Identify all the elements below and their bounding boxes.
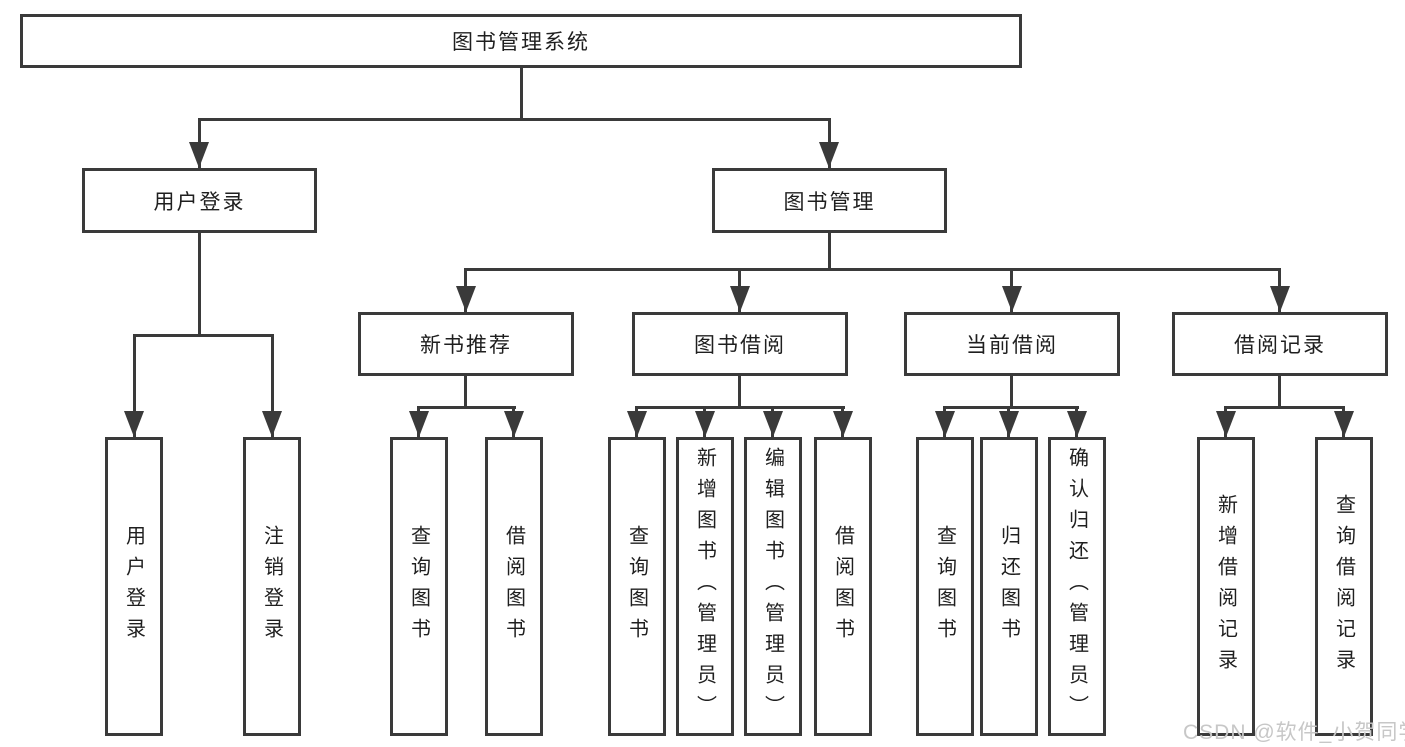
connector-borrow-stem xyxy=(738,376,741,407)
arrow-down-icon xyxy=(763,411,783,437)
node-new-book-recommend-label: 新书推荐 xyxy=(420,334,512,357)
connector-rec-stem xyxy=(464,376,467,407)
arrow-down-icon xyxy=(456,286,476,312)
arrow-down-icon xyxy=(730,286,750,312)
node-book-borrow-label: 图书借阅 xyxy=(694,334,786,357)
connector-borrow-bar xyxy=(637,406,845,409)
leaf-query-borrow-record: 查询借阅记录 xyxy=(1315,437,1373,736)
arrow-down-icon xyxy=(819,142,839,168)
leaf-user-login: 用户登录 xyxy=(105,437,163,736)
connector-login-stem xyxy=(198,233,201,336)
arrow-down-icon xyxy=(1067,411,1087,437)
connector-mgmt-stem xyxy=(828,233,831,270)
node-root-system: 图书管理系统 xyxy=(20,14,1022,68)
leaf-logout-label: 注销登录 xyxy=(260,524,283,649)
leaf-user-login-label: 用户登录 xyxy=(122,524,145,649)
node-new-book-recommend: 新书推荐 xyxy=(358,312,574,376)
leaf-query-borrow-record-label: 查询借阅记录 xyxy=(1332,493,1355,680)
node-book-borrow: 图书借阅 xyxy=(632,312,848,376)
node-user-login-label: 用户登录 xyxy=(153,190,246,214)
leaf-query-books-recommend-label: 查询图书 xyxy=(407,524,430,649)
arrow-down-icon xyxy=(504,411,524,437)
leaf-logout: 注销登录 xyxy=(243,437,301,736)
connector-login-bar xyxy=(133,334,274,337)
arrow-down-icon xyxy=(999,411,1019,437)
leaf-return-book-label: 归还图书 xyxy=(997,524,1020,649)
leaf-edit-book-admin-label: 编辑图书（管理员） xyxy=(761,447,784,726)
node-current-borrow: 当前借阅 xyxy=(904,312,1120,376)
leaf-edit-book-admin: 编辑图书（管理员） xyxy=(744,437,802,736)
arrow-down-icon xyxy=(1270,286,1290,312)
leaf-confirm-return-admin: 确认归还（管理员） xyxy=(1048,437,1106,736)
node-user-login: 用户登录 xyxy=(82,168,317,233)
leaf-add-book-admin: 新增图书（管理员） xyxy=(676,437,734,736)
connector-current-stem xyxy=(1010,376,1013,407)
leaf-add-borrow-record: 新增借阅记录 xyxy=(1197,437,1255,736)
leaf-query-books-current-label: 查询图书 xyxy=(933,524,956,649)
leaf-add-borrow-record-label: 新增借阅记录 xyxy=(1214,493,1237,680)
leaf-borrow-books: 借阅图书 xyxy=(814,437,872,736)
node-book-management: 图书管理 xyxy=(712,168,947,233)
arrow-down-icon xyxy=(833,411,853,437)
leaf-query-books-borrow-label: 查询图书 xyxy=(625,524,648,649)
leaf-return-book: 归还图书 xyxy=(980,437,1038,736)
node-root-label: 图书管理系统 xyxy=(452,31,590,54)
arrow-down-icon xyxy=(262,411,282,437)
leaf-confirm-return-admin-label: 确认归还（管理员） xyxy=(1065,447,1088,726)
connector-root-bar xyxy=(199,118,831,121)
arrow-down-icon xyxy=(124,411,144,437)
leaf-borrow-books-recommend: 借阅图书 xyxy=(485,437,543,736)
leaf-query-books-current: 查询图书 xyxy=(916,437,974,736)
connector-drop-leaf-logout xyxy=(271,334,274,437)
watermark: CSDN @软件_小贺同学 xyxy=(1183,721,1405,744)
leaf-query-books-borrow: 查询图书 xyxy=(608,437,666,736)
leaf-borrow-books-label: 借阅图书 xyxy=(831,524,854,649)
arrow-down-icon xyxy=(1216,411,1236,437)
node-borrow-records-label: 借阅记录 xyxy=(1234,334,1326,357)
node-book-management-label: 图书管理 xyxy=(783,190,876,214)
leaf-query-books-recommend: 查询图书 xyxy=(390,437,448,736)
node-current-borrow-label: 当前借阅 xyxy=(966,334,1058,357)
arrow-down-icon xyxy=(409,411,429,437)
arrow-down-icon xyxy=(695,411,715,437)
connector-root-stem xyxy=(520,68,523,119)
arrow-down-icon xyxy=(935,411,955,437)
connector-records-stem xyxy=(1278,376,1281,407)
leaf-add-book-admin-label: 新增图书（管理员） xyxy=(693,447,716,726)
connector-records-bar xyxy=(1226,406,1345,409)
connector-drop-leaf-user-login xyxy=(133,334,136,437)
arrow-down-icon xyxy=(189,142,209,168)
node-borrow-records: 借阅记录 xyxy=(1172,312,1388,376)
arrow-down-icon xyxy=(627,411,647,437)
connector-current-bar xyxy=(945,406,1079,409)
connector-mgmt-bar xyxy=(466,268,1281,271)
arrow-down-icon xyxy=(1334,411,1354,437)
arrow-down-icon xyxy=(1002,286,1022,312)
leaf-borrow-books-recommend-label: 借阅图书 xyxy=(502,524,525,649)
connector-rec-bar xyxy=(419,406,516,409)
